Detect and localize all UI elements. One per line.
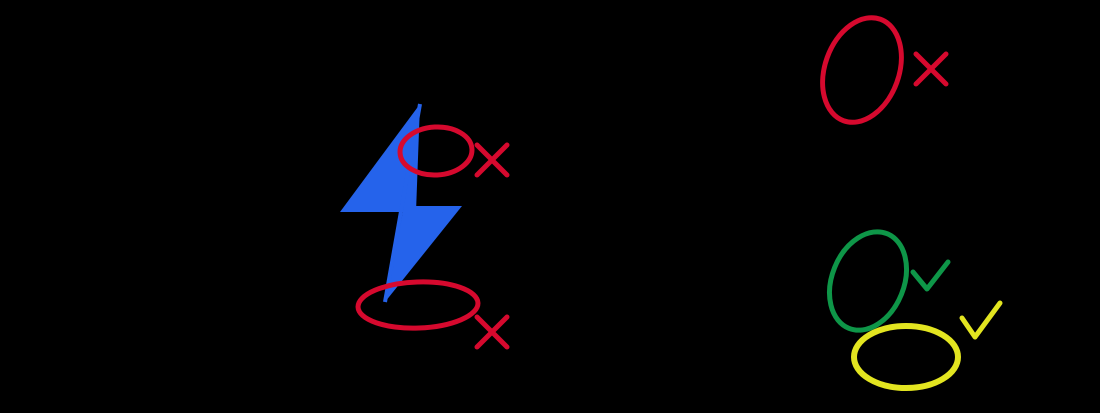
reject-mark-bolt-top[interactable] bbox=[474, 142, 510, 178]
lightning-bolt-icon bbox=[340, 103, 462, 303]
review-annotation-group bbox=[355, 7, 1003, 391]
approve-check-green[interactable] bbox=[910, 259, 951, 292]
reject-mark-bolt-bottom[interactable] bbox=[474, 314, 510, 350]
reject-ellipse-legend[interactable] bbox=[809, 7, 915, 134]
reject-mark-legend[interactable] bbox=[913, 51, 949, 87]
approve-ellipse-yellow[interactable] bbox=[851, 323, 961, 391]
reject-ellipse-bolt-top[interactable] bbox=[397, 124, 475, 178]
approve-ellipse-green[interactable] bbox=[816, 220, 921, 342]
lightning-bolt-spine bbox=[383, 103, 422, 303]
approve-check-yellow[interactable] bbox=[959, 300, 1003, 340]
lightning-bolt-lower-segment bbox=[385, 206, 462, 302]
lightning-bolt-upper-segment bbox=[340, 104, 420, 212]
reject-ellipse-bolt-bottom[interactable] bbox=[355, 279, 481, 331]
